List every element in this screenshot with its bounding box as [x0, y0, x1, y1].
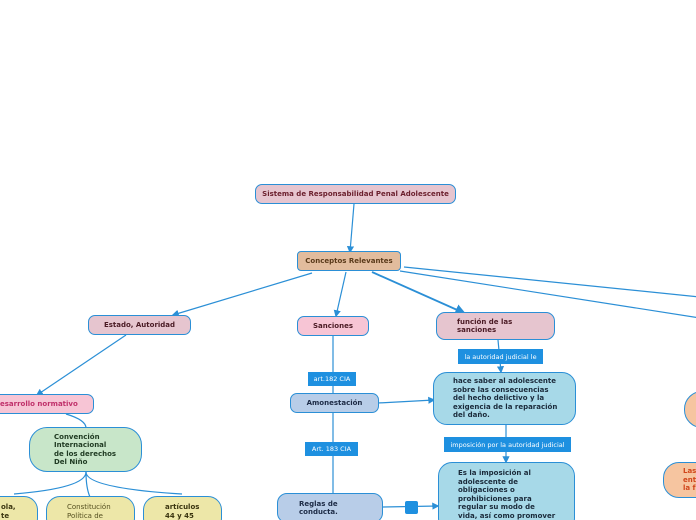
convencion-node-label: Convención Internacional de los derechos… — [54, 432, 117, 467]
link-convencion-articulos — [85, 471, 183, 495]
link-desarrollo-convencion — [65, 413, 87, 429]
estado-node-label: Estado, Autoridad — [103, 320, 176, 329]
funcion-node-label: función de las sanciones — [457, 317, 513, 335]
root-node[interactable]: Sistema de Responsabilidad Penal Adolesc… — [255, 184, 456, 204]
desarrollo-node[interactable]: Desarrollo normativo — [0, 394, 94, 414]
articulos-node-label: artículos 44 y 45 — [165, 503, 200, 520]
label-imposicion-por[interactable]: imposición por la autoridad judicial — [444, 437, 571, 452]
reglas-node-label: Reglas de conducta. — [299, 499, 338, 517]
left-cut-node[interactable]: ola, te — [0, 496, 38, 520]
link-conceptos-sanciones — [333, 271, 347, 318]
right-cut-node[interactable]: Las ent la f — [663, 462, 696, 498]
articulos-node[interactable]: artículos 44 y 45 — [143, 496, 222, 520]
imposicion-node[interactable]: Es la imposición al adolescente de oblig… — [438, 462, 575, 520]
link-root-conceptos — [346, 203, 355, 254]
constitucion-node[interactable]: Constitución Política de — [46, 496, 135, 520]
link-handle[interactable] — [405, 501, 418, 514]
amonestacion-node[interactable]: Amonestación — [290, 393, 379, 413]
label-autoridad-judicial[interactable]: la autoridad judicial le — [458, 349, 543, 364]
link-conceptos-funcion — [371, 271, 466, 315]
hacer-saber-node[interactable]: hace saber al adolescente sobre las cons… — [433, 372, 576, 425]
constitucion-node-label: Constitución Política de — [67, 503, 111, 520]
desarrollo-node-label: Desarrollo normativo — [0, 399, 78, 408]
amonestacion-node-label: Amonestación — [306, 398, 363, 407]
sanciones-node[interactable]: Sanciones — [297, 316, 369, 336]
root-node-label: Sistema de Responsabilidad Penal Adolesc… — [262, 189, 449, 198]
left-cut-node-label: ola, te — [1, 503, 16, 520]
convencion-node[interactable]: Convención Internacional de los derechos… — [29, 427, 142, 472]
link-amonestacion-hacer — [377, 396, 436, 404]
link-convencion-left — [13, 471, 87, 495]
conceptos-node[interactable]: Conceptos Relevantes — [297, 251, 401, 271]
link-conceptos-right-2 — [399, 270, 696, 318]
estado-node[interactable]: Estado, Autoridad — [88, 315, 191, 335]
label-art183[interactable]: Art. 183 CIA — [305, 442, 358, 456]
link-conceptos-estado — [171, 272, 313, 317]
link-conceptos-right-1 — [403, 266, 696, 298]
imposicion-node-label: Es la imposición al adolescente de oblig… — [458, 469, 556, 520]
sanciones-node-label: Sanciones — [312, 321, 353, 330]
conceptos-node-label: Conceptos Relevantes — [305, 256, 393, 265]
funcion-node[interactable]: función de las sanciones — [436, 312, 555, 340]
hacer-saber-node-label: hace saber al adolescente sobre las cons… — [453, 377, 558, 420]
reglas-node[interactable]: Reglas de conducta. — [277, 493, 383, 520]
right-cut-node-label: Las ent la f — [683, 467, 696, 493]
link-estado-desarrollo — [35, 334, 127, 396]
label-art182[interactable]: art.182 CIA — [308, 372, 356, 386]
